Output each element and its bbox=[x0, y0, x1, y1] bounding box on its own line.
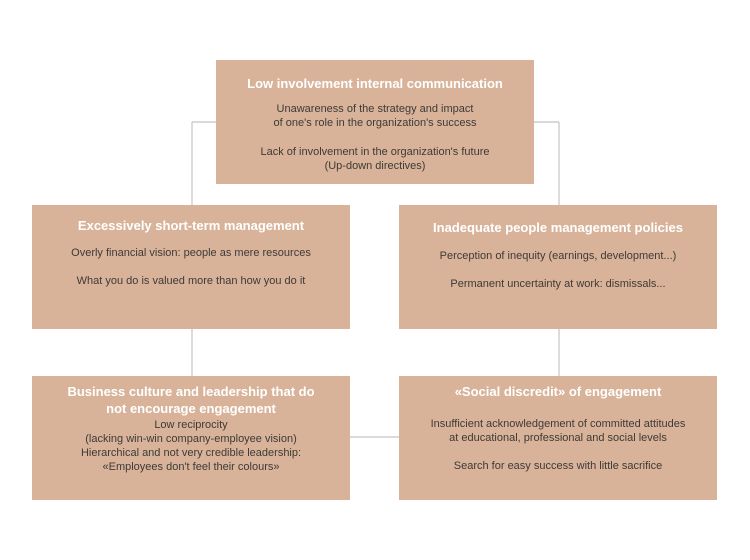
box-line: Low reciprocity bbox=[154, 419, 228, 431]
box-line: What you do is valued more than how you … bbox=[76, 275, 306, 287]
box-line: Hierarchical and not very credible leade… bbox=[80, 447, 302, 459]
box-title-line: not encourage engagement bbox=[106, 401, 276, 416]
box-line: «Employees don't feel their colours» bbox=[102, 461, 280, 473]
box-line: (Up-down directives) bbox=[324, 160, 426, 172]
box-line: Permanent uncertainty at work: dismissal… bbox=[450, 278, 666, 290]
box-short-term-management: Excessively short-term management Overly… bbox=[32, 205, 350, 329]
box-business-culture-leadership: Business culture and leadership that do … bbox=[32, 376, 350, 500]
box-title: Excessively short-term management bbox=[77, 218, 305, 233]
box-line: Search for easy success with little sacr… bbox=[453, 460, 663, 472]
box-title: Low involvement internal communication bbox=[247, 76, 503, 91]
box-line: Lack of involvement in the organization'… bbox=[260, 146, 490, 158]
box-people-management-policies: Inadequate people management policies Pe… bbox=[399, 205, 717, 329]
box-low-involvement-communication: Low involvement internal communication U… bbox=[216, 60, 534, 184]
box-line: of one's role in the organization's succ… bbox=[273, 117, 477, 129]
box-title-line: Business culture and leadership that do bbox=[67, 384, 315, 399]
box-line: Perception of inequity (earnings, develo… bbox=[439, 250, 677, 262]
box-social-discredit: «Social discredit» of engagement Insuffi… bbox=[399, 376, 717, 500]
box-line: Overly financial vision: people as mere … bbox=[71, 247, 311, 259]
box-title: Inadequate people management policies bbox=[433, 220, 683, 235]
box-title: «Social discredit» of engagement bbox=[454, 384, 662, 399]
box-line: Unawareness of the strategy and impact bbox=[276, 103, 474, 115]
box-line: at educational, professional and social … bbox=[449, 432, 667, 444]
box-line: (lacking win-win company-employee vision… bbox=[85, 433, 297, 445]
box-line: Insufficient acknowledgement of committe… bbox=[430, 418, 686, 430]
